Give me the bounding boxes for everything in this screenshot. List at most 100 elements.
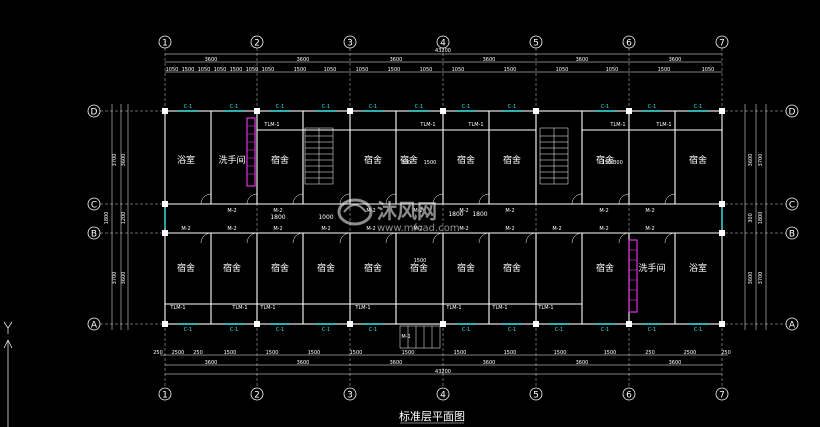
svg-text:4: 4 (440, 39, 446, 49)
bay-dim: 3600 (483, 57, 496, 63)
door-label: TLM-1 (655, 122, 671, 128)
detail-dim: 250 (645, 350, 655, 356)
side-dim-top-left-2: 3600 (121, 154, 127, 167)
room-label: 宿舍 (364, 262, 382, 274)
door-label: M-2 (181, 226, 190, 232)
corridor-dim: 1800 (270, 214, 285, 221)
window-label: C-1 (230, 327, 238, 333)
rooms-top: 浴室 洗手间 宿舍 宿舍 宿舍 宿舍 宿舍 宿舍 宿舍 (177, 154, 707, 166)
top-detail-dims: 1050 1500 1050 1050 1500 1050 1050 1500 … (166, 67, 715, 73)
window-label: C-1 (322, 104, 330, 110)
door-label: TLM-1 (467, 122, 483, 128)
detail-dim: 1500 (388, 67, 401, 73)
door-label: M-2 (552, 226, 561, 232)
room-label: 宿舍 (317, 262, 335, 274)
door-label: M-2 (366, 226, 375, 232)
door-label: TLM-1 (259, 305, 275, 311)
detail-dim: 1500 (554, 350, 567, 356)
bay-dim: 3600 (669, 360, 682, 366)
door-label: M-2 (227, 226, 236, 232)
door-label: M-2 (227, 208, 236, 214)
door-label: M-2 (413, 226, 422, 232)
bay-dim: 3600 (576, 360, 589, 366)
bay-dim: 3600 (390, 57, 403, 63)
side-dim-bottom-right: 3700 (758, 272, 764, 285)
window-labels: C-1 C-1 C-1 C-1 C-1 C-1 C-1 C-1 C-1 C-1 … (184, 104, 702, 333)
svg-text:B: B (789, 230, 795, 240)
room-label: 宿舍 (503, 154, 521, 166)
detail-dim: 1050 (452, 67, 465, 73)
inner-dim: 1500 (424, 160, 437, 166)
detail-dim: 1050 (356, 67, 369, 73)
detail-dim: 1500 (504, 350, 517, 356)
door-label: M-2 (413, 208, 422, 214)
detail-dim: 1050 (214, 67, 227, 73)
room-label: 浴室 (177, 154, 195, 166)
svg-text:4: 4 (440, 391, 446, 401)
svg-text:1: 1 (162, 391, 168, 401)
svg-text:1: 1 (162, 39, 168, 49)
detail-dim: 1500 (230, 67, 243, 73)
watermark-logo-icon (337, 198, 373, 226)
room-label: 宿舍 (689, 154, 707, 166)
bay-dim: 3600 (205, 360, 218, 366)
total-length-top: 43200 (435, 48, 451, 54)
door-label: TLM-1 (537, 305, 553, 311)
window-label: C-1 (694, 104, 702, 110)
corridor-dim: 1000 (318, 214, 333, 221)
side-dim-bottom-left: 3700 (112, 272, 118, 285)
svg-text:7: 7 (719, 39, 725, 49)
detail-dim: 2500 (684, 350, 697, 356)
inner-dims: 1500 1500 300 300 1500 1800 1000 1800 18… (270, 160, 622, 264)
side-dim-top-right-2: 3600 (748, 154, 754, 167)
door-label: M-2 (459, 226, 468, 232)
axis-bubble-7-bottom: 7 (715, 387, 729, 401)
side-dim-top-left: 3700 (112, 154, 118, 167)
door-label: TLM-1 (231, 305, 247, 311)
magenta-ticks (247, 125, 637, 301)
door-label: M-2 (645, 208, 654, 214)
door-label: M-2 (645, 226, 654, 232)
stair-right (539, 127, 569, 185)
detail-dim: 1500 (454, 350, 467, 356)
ucs-axis-icon (3, 321, 13, 427)
door-label: M-2 (599, 208, 608, 214)
axis-bubble-1-bottom: 1 (158, 387, 172, 401)
door-label: TLM-1 (419, 122, 435, 128)
window-label: C-1 (276, 327, 284, 333)
room-label: 宿舍 (271, 154, 289, 166)
total-length-bottom: 43200 (435, 369, 451, 375)
side-dim-texts: 3700 3600 1800 1200 3700 3600 3700 3600 … (104, 154, 764, 285)
svg-text:6: 6 (626, 391, 632, 401)
detail-dim: 1050 (702, 67, 715, 73)
svg-text:6: 6 (626, 39, 632, 49)
bay-dim: 3600 (205, 57, 218, 63)
bay-dim: 3600 (483, 360, 496, 366)
magenta-shafts (246, 117, 638, 313)
svg-text:5: 5 (533, 391, 539, 401)
axis-bubble-6-bottom: 6 (622, 387, 636, 401)
detail-dim: 1050 (420, 67, 433, 73)
room-label: 宿舍 (271, 262, 289, 274)
window-label: C-1 (601, 327, 609, 333)
window-label: C-1 (462, 104, 470, 110)
window-label: C-1 (508, 104, 516, 110)
door-label: TLM-1 (609, 122, 625, 128)
room-label: 洗手间 (218, 154, 245, 166)
svg-text:A: A (91, 321, 98, 331)
svg-text:D: D (91, 108, 98, 118)
rooms-bottom: 宿舍 宿舍 宿舍 宿舍 宿舍 宿舍 宿舍 宿舍 宿舍 洗手间 浴室 (177, 262, 707, 274)
detail-dim: 2500 (172, 350, 185, 356)
door-label: M-2 (321, 226, 330, 232)
room-label: 宿舍 (177, 262, 195, 274)
door-label: M-2 (505, 226, 514, 232)
room-label: 宿舍 (400, 154, 418, 166)
axis-bubble-2-bottom: 2 (250, 387, 264, 401)
svg-text:A: A (789, 321, 796, 331)
svg-text:B: B (91, 230, 97, 240)
window-label: C-1 (415, 104, 423, 110)
bay-dim: 3600 (297, 360, 310, 366)
watermark-brand: 沐风网 (377, 199, 437, 223)
door-label: TLM-1 (445, 305, 461, 311)
window-label: C-1 (555, 327, 563, 333)
